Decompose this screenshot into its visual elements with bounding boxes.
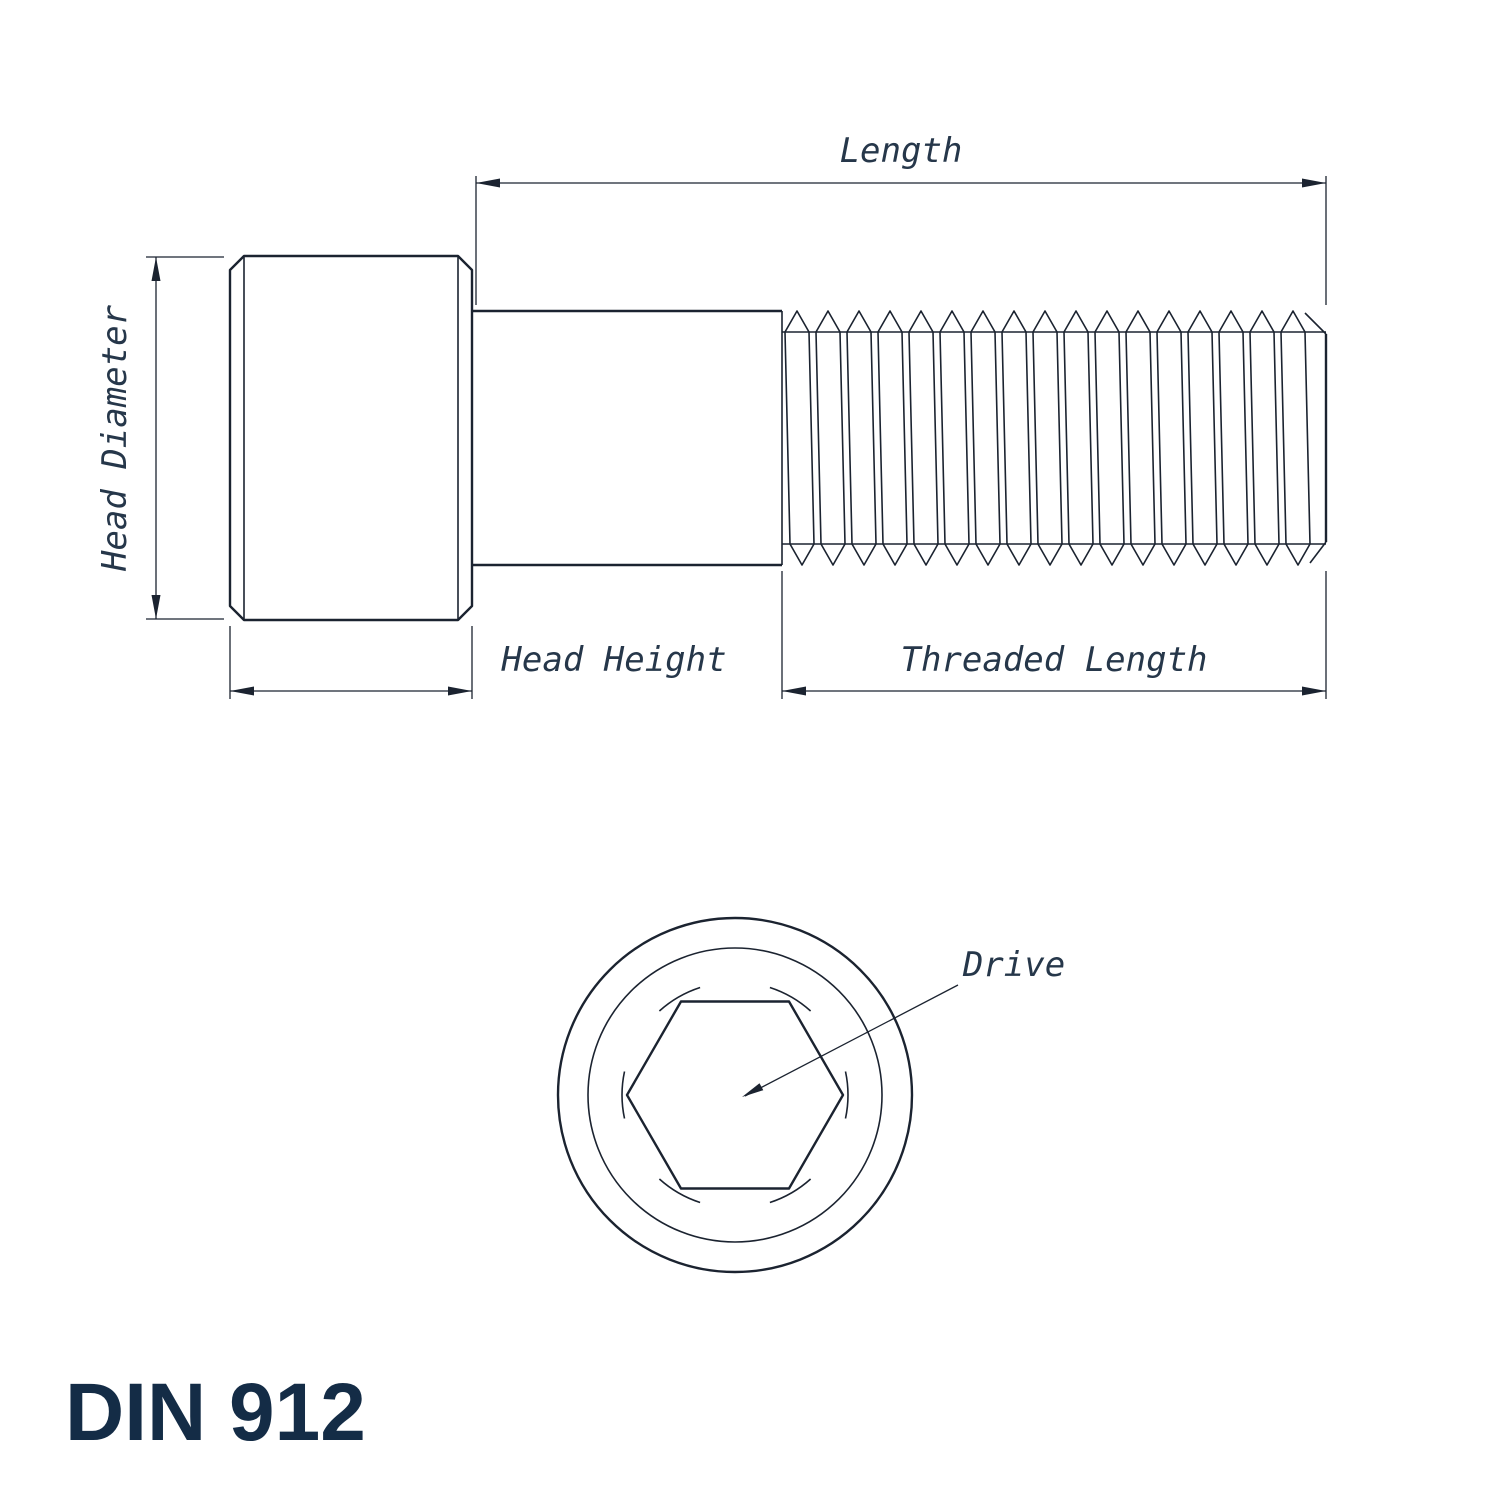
head-height-arrow-right xyxy=(448,686,472,696)
hex-socket xyxy=(625,1000,845,1190)
screw-end-view: Drive xyxy=(556,916,1065,1274)
socket-corner-arc xyxy=(658,986,701,1012)
length-arrow-right xyxy=(1302,178,1326,188)
dimension-threaded-length: Threaded Length xyxy=(781,571,1327,699)
dimension-head-height: Head Height xyxy=(229,626,727,699)
drive-label: Drive xyxy=(962,945,1065,985)
end-chamfer-top xyxy=(1304,312,1327,335)
screw-shank xyxy=(472,309,783,567)
dimension-length: Length xyxy=(475,131,1327,305)
socket-corner-arc xyxy=(769,1178,812,1204)
drive-leader-line xyxy=(744,984,959,1097)
screw-head xyxy=(228,254,474,622)
page-title: DIN 912 xyxy=(65,1367,366,1458)
screw-side-view: Length Head Diameter Head Height xyxy=(95,131,1328,699)
threaded-length-label: Threaded Length xyxy=(900,640,1207,680)
thread-crests xyxy=(784,310,1311,566)
socket-corner-arcs xyxy=(621,986,849,1204)
socket-corner-arc xyxy=(658,1178,701,1204)
head-height-arrow-left xyxy=(230,686,254,696)
head-outline xyxy=(228,254,474,622)
drive-leader-arrow xyxy=(742,1083,764,1097)
head-diameter-arrow-top xyxy=(151,257,161,281)
socket-corner-arc xyxy=(844,1071,849,1119)
end-chamfer-bottom xyxy=(1309,541,1327,564)
head-outer-circle xyxy=(556,916,914,1274)
threaded-length-arrow-left xyxy=(782,686,806,696)
screw-threads xyxy=(782,310,1328,566)
dimension-head-diameter: Head Diameter xyxy=(95,256,224,620)
threaded-length-arrow-right xyxy=(1302,686,1326,696)
head-diameter-arrow-bottom xyxy=(151,595,161,619)
socket-corner-arc xyxy=(621,1071,626,1119)
head-chamfer-circle xyxy=(587,947,883,1243)
head-height-label: Head Height xyxy=(500,640,726,680)
length-arrow-left xyxy=(476,178,500,188)
length-label: Length xyxy=(840,131,963,171)
head-diameter-label: Head Diameter xyxy=(95,304,135,572)
socket-corner-arc xyxy=(769,986,812,1012)
annotation-drive: Drive xyxy=(742,945,1065,1097)
